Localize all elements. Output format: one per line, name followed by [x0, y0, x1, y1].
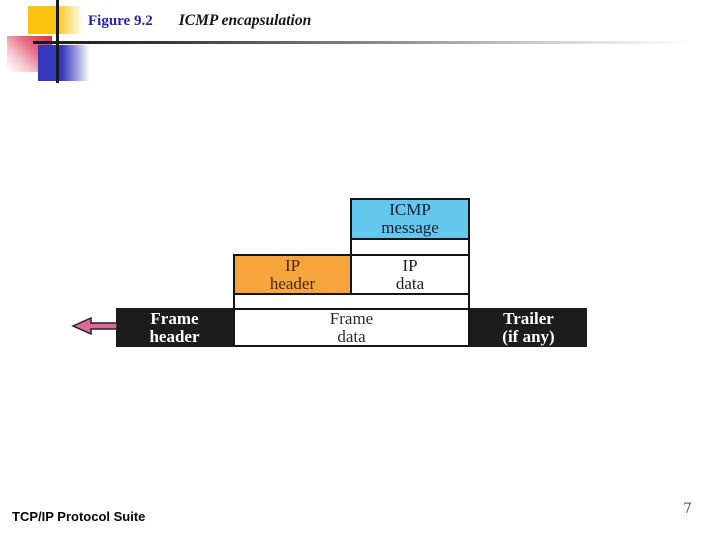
decor-blue-square: [38, 45, 90, 81]
icmp-message-line1: ICMP: [389, 200, 431, 219]
icmp-message-line2: message: [381, 218, 439, 237]
icmp-message-box: ICMP message: [350, 198, 470, 240]
frame-header-box: Frame header: [116, 308, 233, 347]
ip-data-box: IP data: [350, 254, 470, 295]
ip-header-line2: header: [269, 273, 316, 293]
frame-data-line2: data: [337, 326, 366, 346]
figure-title-text: ICMP encapsulation: [178, 12, 312, 29]
ip-header-line1: IP: [284, 255, 301, 275]
slide-title: Figure 9.2 ICMP encapsulation: [88, 12, 311, 30]
footer-book-title: TCP/IP Protocol Suite: [12, 509, 146, 524]
trailer-line2: (if any): [502, 326, 555, 346]
ip-data-line1: IP: [402, 255, 418, 275]
frame-data-box: Frame data: [233, 308, 470, 347]
frame-data-line1: Frame: [329, 308, 374, 328]
decor-horizontal-rule: [33, 41, 720, 44]
trailer-line1: Trailer: [503, 308, 554, 328]
decor-yellow-square: [28, 6, 83, 34]
frame-header-line2: header: [149, 326, 200, 346]
ip-header-box: IP header: [233, 254, 352, 295]
trailer-box: Trailer (if any): [470, 308, 587, 347]
page-number: 7: [683, 501, 692, 517]
figure-number-label: Figure 9.2: [88, 13, 153, 29]
ip-data-line2: data: [395, 273, 425, 293]
left-arrow-icon: [71, 316, 118, 336]
frame-header-line1: Frame: [150, 308, 199, 328]
